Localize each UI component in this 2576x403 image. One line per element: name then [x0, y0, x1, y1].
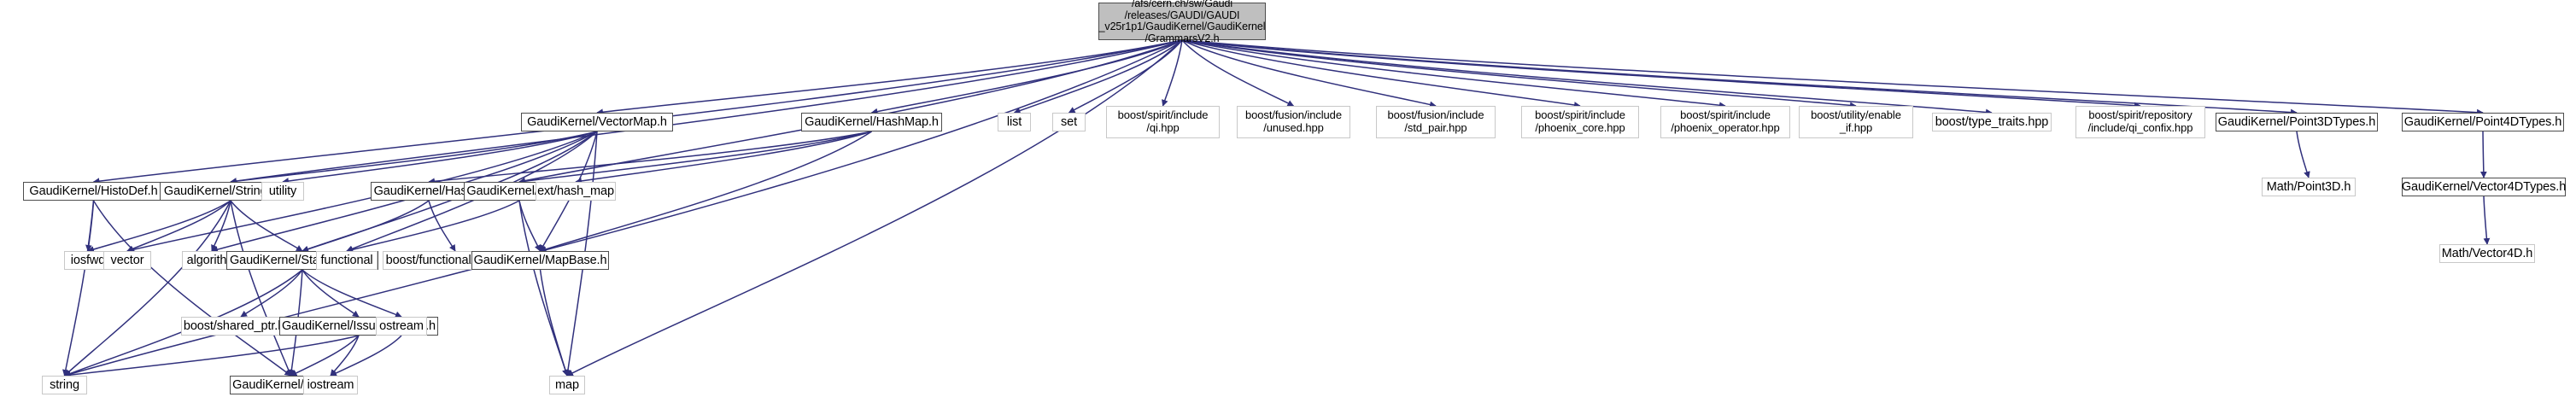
- graph-edge-stringkey-to-kernel_h: [230, 200, 292, 377]
- graph-node-vectormap[interactable]: GaudiKernel/VectorMap.h: [521, 113, 673, 131]
- graph-edge-root-to-qi_confix: [1181, 39, 2141, 109]
- graph-edge-root-to-phoenix_core: [1181, 39, 1581, 108]
- graph-node-functional[interactable]: functional: [316, 251, 378, 270]
- graph-node-mapbase[interactable]: GaudiKernel/MapBase.h: [471, 251, 609, 270]
- graph-edge-root-to-type_traits: [1181, 39, 1993, 116]
- graph-edge-root-to-point3dtypes: [1181, 39, 2298, 116]
- graph-node-std_pair_hpp[interactable]: boost/fusion/include /std_pair.hpp: [1376, 106, 1496, 138]
- graph-node-root[interactable]: /afs/cern.ch/sw/Gaudi /releases/GAUDI/GA…: [1098, 0, 1266, 44]
- graph-edge-statuscode-to-shared_ptr: [240, 269, 303, 318]
- graph-node-hash_h[interactable]: GaudiKernel/Hash.h: [371, 182, 487, 201]
- graph-edge-histodef-to-kernel_h: [92, 200, 292, 377]
- graph-edge-mapbase-to-map: [539, 269, 569, 377]
- graph-edge-root-to-set: [1068, 39, 1183, 114]
- graph-edge-vectormap-to-stringkey: [230, 131, 598, 185]
- graph-edge-issueseverity-to-string: [63, 335, 360, 379]
- graph-edge-hashmap-to-hash_h: [428, 131, 872, 185]
- graph-edge-root-to-map: [566, 39, 1183, 377]
- graph-edge-map_h-to-map: [518, 200, 569, 377]
- graph-edge-root-to-phoenix_operator: [1181, 39, 1726, 109]
- graph-node-iostream[interactable]: iostream: [303, 376, 358, 394]
- graph-node-unused_hpp[interactable]: boost/fusion/include /unused.hpp: [1237, 106, 1350, 138]
- graph-edge-root-to-vectormap: [596, 39, 1183, 116]
- graph-edge-hashmap-to-map_h: [518, 131, 872, 184]
- graph-node-math_vector4d[interactable]: Math/Vector4D.h: [2439, 244, 2535, 263]
- graph-node-qi_hpp[interactable]: boost/spirit/include /qi.hpp: [1106, 106, 1220, 138]
- graph-node-ext_hash_map[interactable]: ext/hash_map: [536, 182, 616, 201]
- graph-node-qi_confix[interactable]: boost/spirit/repository /include/qi_conf…: [2075, 106, 2205, 138]
- graph-node-ostream[interactable]: ostream: [376, 317, 427, 336]
- graph-edge-root-to-qi_hpp: [1162, 39, 1183, 107]
- graph-node-vector4dtypes[interactable]: GaudiKernel/Vector4DTypes.h: [2402, 178, 2566, 196]
- graph-edge-root-to-histodef: [92, 39, 1183, 185]
- graph-edge-hashmap-to-ext_hash_map: [575, 131, 872, 184]
- graph-node-histodef[interactable]: GaudiKernel/HistoDef.h: [23, 182, 164, 201]
- graph-node-enable_if[interactable]: boost/utility/enable _if.hpp: [1799, 106, 1913, 138]
- graph-edge-issueseverity-to-kernel_h: [290, 335, 360, 377]
- graph-edge-point4dtypes-to-vector4dtypes: [2479, 131, 2487, 178]
- graph-node-phoenix_operator[interactable]: boost/spirit/include /phoenix_operator.h…: [1660, 106, 1790, 138]
- graph-node-hashmap[interactable]: GaudiKernel/HashMap.h: [801, 113, 942, 131]
- graph-node-math_point3d[interactable]: Math/Point3D.h: [2262, 178, 2356, 196]
- graph-edge-histodef-to-string: [62, 200, 95, 377]
- graph-edge-vector4dtypes-to-math_vector4d: [2483, 196, 2491, 245]
- graph-edge-statuscode-to-issueseverity: [302, 269, 360, 318]
- graph-edge-root-to-hashmap: [870, 39, 1183, 115]
- graph-node-list[interactable]: list: [998, 113, 1031, 131]
- graph-node-phoenix_core[interactable]: boost/spirit/include /phoenix_core.hpp: [1521, 106, 1639, 138]
- graph-edge-hash_h-to-statuscode: [302, 200, 430, 253]
- graph-node-vector[interactable]: vector: [103, 251, 151, 270]
- graph-edge-stringkey-to-statuscode: [230, 200, 303, 252]
- graph-edge-map_h-to-functional: [346, 200, 520, 254]
- graph-node-point4dtypes[interactable]: GaudiKernel/Point4DTypes.h: [2402, 113, 2564, 131]
- graph-node-utility[interactable]: utility: [261, 182, 304, 201]
- graph-edge-issueseverity-to-iostream: [330, 335, 360, 377]
- graph-edge-vectormap-to-utility: [282, 131, 598, 184]
- graph-edge-stringkey-to-vector: [126, 200, 231, 252]
- graph-edge-root-to-list: [1013, 39, 1183, 114]
- graph-edge-root-to-enable_if: [1181, 39, 1857, 109]
- graph-node-set[interactable]: set: [1052, 113, 1086, 131]
- graph-edge-statuscode-to-ostream: [302, 269, 402, 318]
- graph-edge-hash_h-to-boost_hash: [428, 200, 456, 252]
- graph-edge-ostream-to-iostream: [330, 335, 402, 377]
- graph-edge-root-to-point4dtypes: [1181, 39, 2484, 116]
- graph-edge-stringkey-to-string: [63, 200, 231, 377]
- graph-node-point3dtypes[interactable]: GaudiKernel/Point3DTypes.h: [2216, 113, 2378, 131]
- graph-edge-map_h-to-mapbase: [518, 200, 542, 252]
- graph-edge-histodef-to-iosfwd: [85, 200, 95, 252]
- graph-edge-point3dtypes-to-math_point3d: [2296, 131, 2310, 178]
- graph-node-string[interactable]: string: [42, 376, 87, 394]
- graph-edge-stringkey-to-algorithm: [211, 200, 231, 252]
- graph-node-type_traits[interactable]: boost/type_traits.hpp: [1932, 113, 2052, 131]
- graph-edge-root-to-stringkey: [230, 39, 1183, 184]
- graph-node-map[interactable]: map: [549, 376, 585, 394]
- graph-edge-root-to-unused_hpp: [1181, 39, 1295, 107]
- graph-edge-stringkey-to-iosfwd: [87, 200, 231, 253]
- graph-edge-root-to-map_h: [518, 39, 1183, 184]
- graph-edge-root-to-std_pair_hpp: [1181, 39, 1437, 108]
